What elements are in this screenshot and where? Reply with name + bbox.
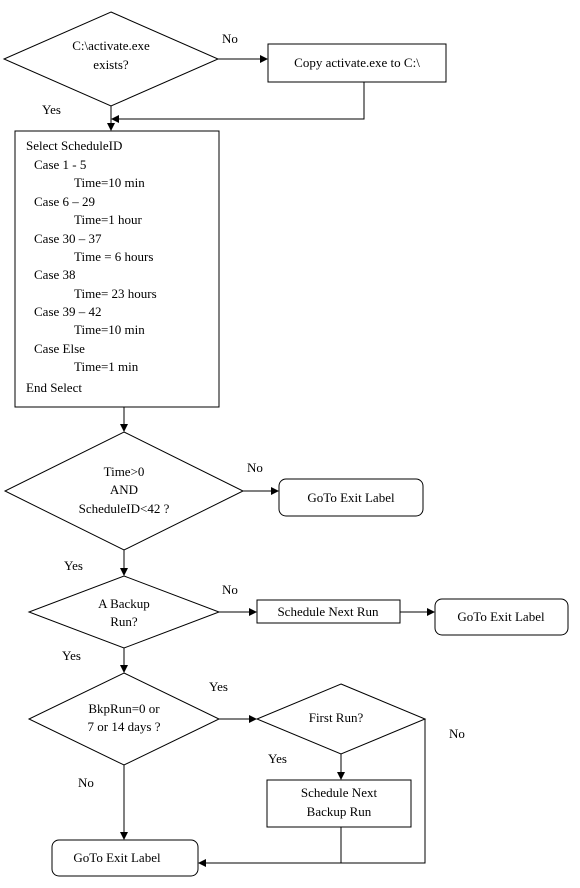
arrowhead [120, 424, 128, 432]
select-line-10: Case 39 – 42 [34, 304, 102, 319]
arrowhead [337, 772, 345, 780]
edge-copy-return [118, 82, 365, 120]
select-line-13: Time=1 min [74, 359, 139, 374]
arrowhead [107, 123, 115, 131]
edge-label-bkprun-yes: Yes [209, 679, 228, 694]
select-line-11: Time=10 min [74, 322, 145, 337]
decision-backup-run [27, 575, 221, 649]
arrowhead [249, 715, 257, 723]
edge-label-time-no: No [247, 460, 263, 475]
decision-backup-line2: Run? [110, 614, 138, 629]
terminal-exit-2 [434, 598, 569, 636]
terminal-exit-2-label: GoTo Exit Label [457, 609, 545, 624]
decision-bkprun-line1: BkpRun=0 or [88, 701, 160, 716]
process-schedule-next-run-label: Schedule Next Run [277, 604, 379, 619]
select-line-14: End Select [26, 380, 82, 395]
arrowhead [260, 55, 268, 63]
select-line-7: Time = 6 hours [74, 249, 153, 264]
terminal-exit-3 [51, 839, 199, 877]
decision-time-line3: ScheduleID<42 ? [79, 501, 170, 516]
select-line-12: Case Else [34, 341, 85, 356]
decision-activate-exists-line2: exists? [93, 57, 129, 72]
decision-first-run-label: First Run? [309, 710, 364, 725]
process-schedule-next-backup-line2: Backup Run [307, 804, 372, 819]
arrowhead [120, 568, 128, 576]
terminal-exit-1-label: GoTo Exit Label [307, 490, 395, 505]
select-line-1: Select ScheduleID [26, 138, 122, 153]
select-line-5: Time=1 hour [74, 212, 143, 227]
edge-label-backup-yes: Yes [62, 648, 81, 663]
process-copy-activate [267, 43, 447, 83]
process-select-schedule [14, 130, 220, 408]
edge-label-backup-no: No [222, 582, 238, 597]
edge-label-first-yes: Yes [268, 751, 287, 766]
select-line-6: Case 30 – 37 [34, 231, 102, 246]
decision-activate-exists-line1: C:\activate.exe [72, 38, 150, 53]
terminal-exit-1 [278, 478, 424, 517]
edge-label-exists-yes: Yes [42, 102, 61, 117]
edge-label-exists-no: No [222, 31, 238, 46]
process-schedule-next-backup [266, 779, 412, 828]
decision-time-line2: AND [110, 482, 138, 497]
edge-first-no [341, 719, 426, 864]
arrowhead [111, 115, 119, 123]
select-line-2: Case 1 - 5 [34, 157, 86, 172]
arrowhead [249, 608, 257, 616]
edge-label-bkprun-no: No [78, 775, 94, 790]
edge-label-first-no: No [449, 726, 465, 741]
terminal-exit-3-label: GoTo Exit Label [73, 850, 161, 865]
process-schedule-next-backup-line1: Schedule Next [301, 785, 378, 800]
arrowhead [120, 665, 128, 673]
arrowhead [120, 832, 128, 840]
decision-time-line1: Time>0 [104, 464, 145, 479]
arrowhead [427, 608, 435, 616]
select-line-3: Time=10 min [74, 175, 145, 190]
decision-backup-line1: A Backup [98, 596, 150, 611]
select-line-4: Case 6 – 29 [34, 194, 95, 209]
arrowhead [198, 859, 206, 867]
arrowhead [271, 487, 279, 495]
select-line-9: Time= 23 hours [74, 286, 157, 301]
decision-bkprun-line2: 7 or 14 days ? [88, 719, 161, 734]
select-line-8: Case 38 [34, 267, 76, 282]
edge-label-time-yes: Yes [64, 558, 83, 573]
process-copy-activate-label: Copy activate.exe to C:\ [294, 55, 420, 70]
